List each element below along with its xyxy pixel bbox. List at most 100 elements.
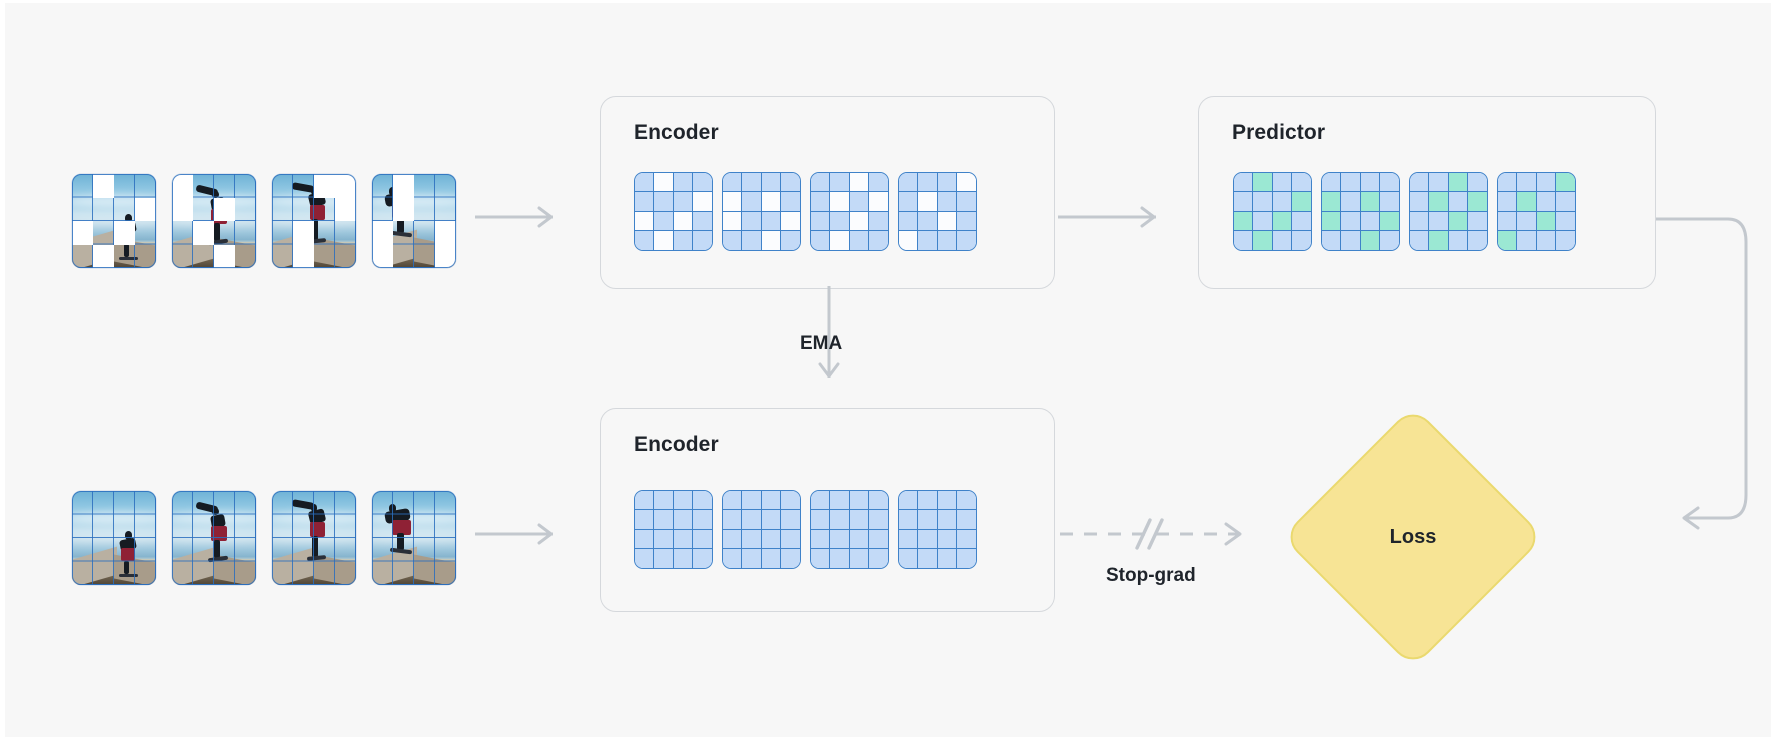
token-cell (692, 529, 712, 549)
token-cell (830, 192, 850, 212)
token-cell (635, 192, 655, 212)
token-cell (937, 173, 957, 193)
token-cell (1291, 192, 1311, 212)
token-cell (918, 211, 938, 231)
predictor-title: Predictor (1232, 121, 1326, 144)
token-cell (692, 211, 712, 231)
token-cell (761, 510, 781, 530)
token-cell (1341, 211, 1361, 231)
token-cell (1234, 173, 1254, 193)
token-cell (1234, 192, 1254, 212)
token-cell (673, 211, 693, 231)
token-cell (1379, 173, 1399, 193)
token-cell (723, 510, 743, 530)
frame-patch-gridlines (372, 491, 456, 585)
token-cell (956, 230, 976, 250)
frame-patch (214, 244, 235, 268)
token-cell (830, 491, 850, 511)
token-cell (742, 173, 762, 193)
token-cell (956, 173, 976, 193)
token-cell (1341, 192, 1361, 212)
token-cell (830, 173, 850, 193)
token-cell (899, 548, 919, 568)
token-cell (899, 491, 919, 511)
token-cell (868, 230, 888, 250)
token-cell (849, 548, 869, 568)
token-cell (761, 548, 781, 568)
token-cell (849, 230, 869, 250)
token-cell (830, 211, 850, 231)
token-cell (692, 491, 712, 511)
token-cell (673, 529, 693, 549)
token-cell (635, 548, 655, 568)
token-cell (918, 548, 938, 568)
token-cell (1448, 211, 1468, 231)
token-cell (1555, 192, 1575, 212)
encoder-top-title: Encoder (634, 121, 719, 144)
video-frame (172, 491, 256, 585)
token-cell (1410, 192, 1430, 212)
token-cell (937, 192, 957, 212)
token-cell (849, 192, 869, 212)
token-cell (742, 529, 762, 549)
token-cell (635, 510, 655, 530)
token-cell (849, 173, 869, 193)
frame-patch (372, 221, 393, 245)
token-grid (898, 172, 977, 251)
token-cell (1272, 192, 1292, 212)
token-cell (654, 192, 674, 212)
frame-patch-gridlines (72, 491, 156, 585)
token-cell (956, 192, 976, 212)
token-cell (673, 510, 693, 530)
token-cell (1253, 211, 1273, 231)
token-cell (1410, 173, 1430, 193)
token-cell (742, 510, 762, 530)
arrow-input-to-encoder-bottom (475, 523, 553, 545)
token-cell (899, 529, 919, 549)
token-cell (780, 491, 800, 511)
token-grid (634, 172, 713, 251)
arrow-ema (818, 286, 840, 378)
token-cell (723, 230, 743, 250)
token-cell (1291, 173, 1311, 193)
token-cell (1555, 230, 1575, 250)
token-cell (635, 529, 655, 549)
token-cell (1360, 173, 1380, 193)
token-cell (811, 510, 831, 530)
token-cell (1234, 211, 1254, 231)
predictor-token-grids (1233, 172, 1585, 251)
token-cell (692, 510, 712, 530)
token-cell (780, 211, 800, 231)
token-cell (899, 510, 919, 530)
token-cell (830, 230, 850, 250)
token-grid (810, 172, 889, 251)
token-cell (1555, 211, 1575, 231)
token-cell (1341, 230, 1361, 250)
token-cell (811, 230, 831, 250)
token-cell (1322, 173, 1342, 193)
frame-patch-gridlines (272, 491, 356, 585)
token-cell (1517, 192, 1537, 212)
token-cell (1234, 230, 1254, 250)
video-frame (72, 174, 156, 268)
token-cell (1272, 173, 1292, 193)
token-cell (1467, 230, 1487, 250)
encoder-bottom-title: Encoder (634, 433, 719, 456)
token-cell (1517, 230, 1537, 250)
frame-patch (214, 197, 235, 221)
token-cell (956, 548, 976, 568)
token-cell (937, 211, 957, 231)
token-cell (811, 211, 831, 231)
token-cell (654, 529, 674, 549)
token-cell (1498, 173, 1518, 193)
token-cell (673, 548, 693, 568)
token-cell (811, 529, 831, 549)
token-cell (780, 173, 800, 193)
token-cell (654, 548, 674, 568)
token-cell (673, 173, 693, 193)
token-cell (868, 192, 888, 212)
token-cell (1379, 230, 1399, 250)
token-cell (780, 510, 800, 530)
token-cell (723, 491, 743, 511)
token-cell (780, 529, 800, 549)
